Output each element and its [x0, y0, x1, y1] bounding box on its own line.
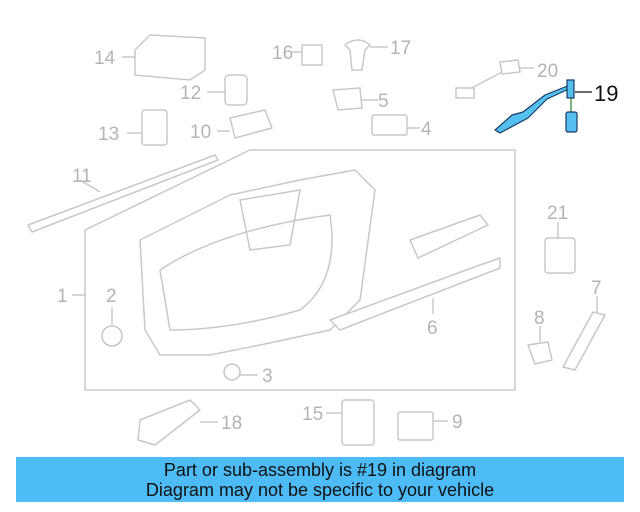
callout-2: 2	[106, 286, 117, 307]
callout-15: 15	[302, 404, 323, 425]
callout-7: 7	[591, 278, 602, 299]
callout-21: 21	[547, 203, 568, 224]
part-8-clip	[527, 341, 553, 365]
callout-16: 16	[272, 43, 293, 64]
callout-17: 17	[390, 38, 411, 59]
banner-line-2: Diagram may not be specific to your vehi…	[145, 480, 495, 500]
callout-4: 4	[421, 119, 432, 140]
callout-8: 8	[534, 308, 545, 329]
part-5-clip	[332, 87, 363, 111]
part-15-switch	[341, 399, 375, 446]
part-6-trim	[329, 257, 501, 331]
callout-13: 13	[98, 124, 119, 145]
door-handle	[409, 214, 489, 259]
callout-14: 14	[94, 48, 116, 69]
callout-5: 5	[378, 91, 389, 112]
part-16-clip	[301, 44, 323, 66]
part-7-trim	[562, 311, 606, 371]
callout-3: 3	[262, 366, 273, 387]
banner-line-1: Part or sub-assembly is #19 in diagram	[163, 460, 477, 480]
callout-6: 6	[427, 318, 438, 339]
part-18-handle	[137, 399, 201, 446]
part-14-switch	[134, 34, 206, 81]
callout-19: 19	[594, 81, 618, 106]
callout-20: 20	[537, 61, 558, 82]
callout-1: 1	[57, 286, 68, 307]
part-17-clip	[344, 39, 371, 71]
callout-18: 18	[221, 413, 242, 434]
part-9-switch	[397, 411, 434, 441]
part-12-knob	[224, 74, 248, 106]
part-11-strip	[27, 154, 219, 233]
part-19-connector-bottom	[565, 111, 578, 133]
part-3-clip	[223, 363, 241, 381]
part-21-module	[544, 237, 576, 274]
part-10-switch	[229, 109, 273, 139]
callout-11: 11	[72, 166, 92, 187]
part-19-connector-top	[566, 79, 575, 99]
part-2-clip	[101, 325, 123, 347]
part-4-clip	[371, 114, 408, 136]
callout-9: 9	[452, 412, 463, 433]
part-13-switch	[141, 109, 168, 146]
info-banner: Part or sub-assembly is #19 in diagram D…	[16, 457, 624, 502]
callout-10: 10	[190, 122, 211, 143]
part-20-connector	[499, 59, 521, 75]
callout-12: 12	[180, 83, 201, 104]
part-19-cable-highlighted	[494, 84, 572, 134]
